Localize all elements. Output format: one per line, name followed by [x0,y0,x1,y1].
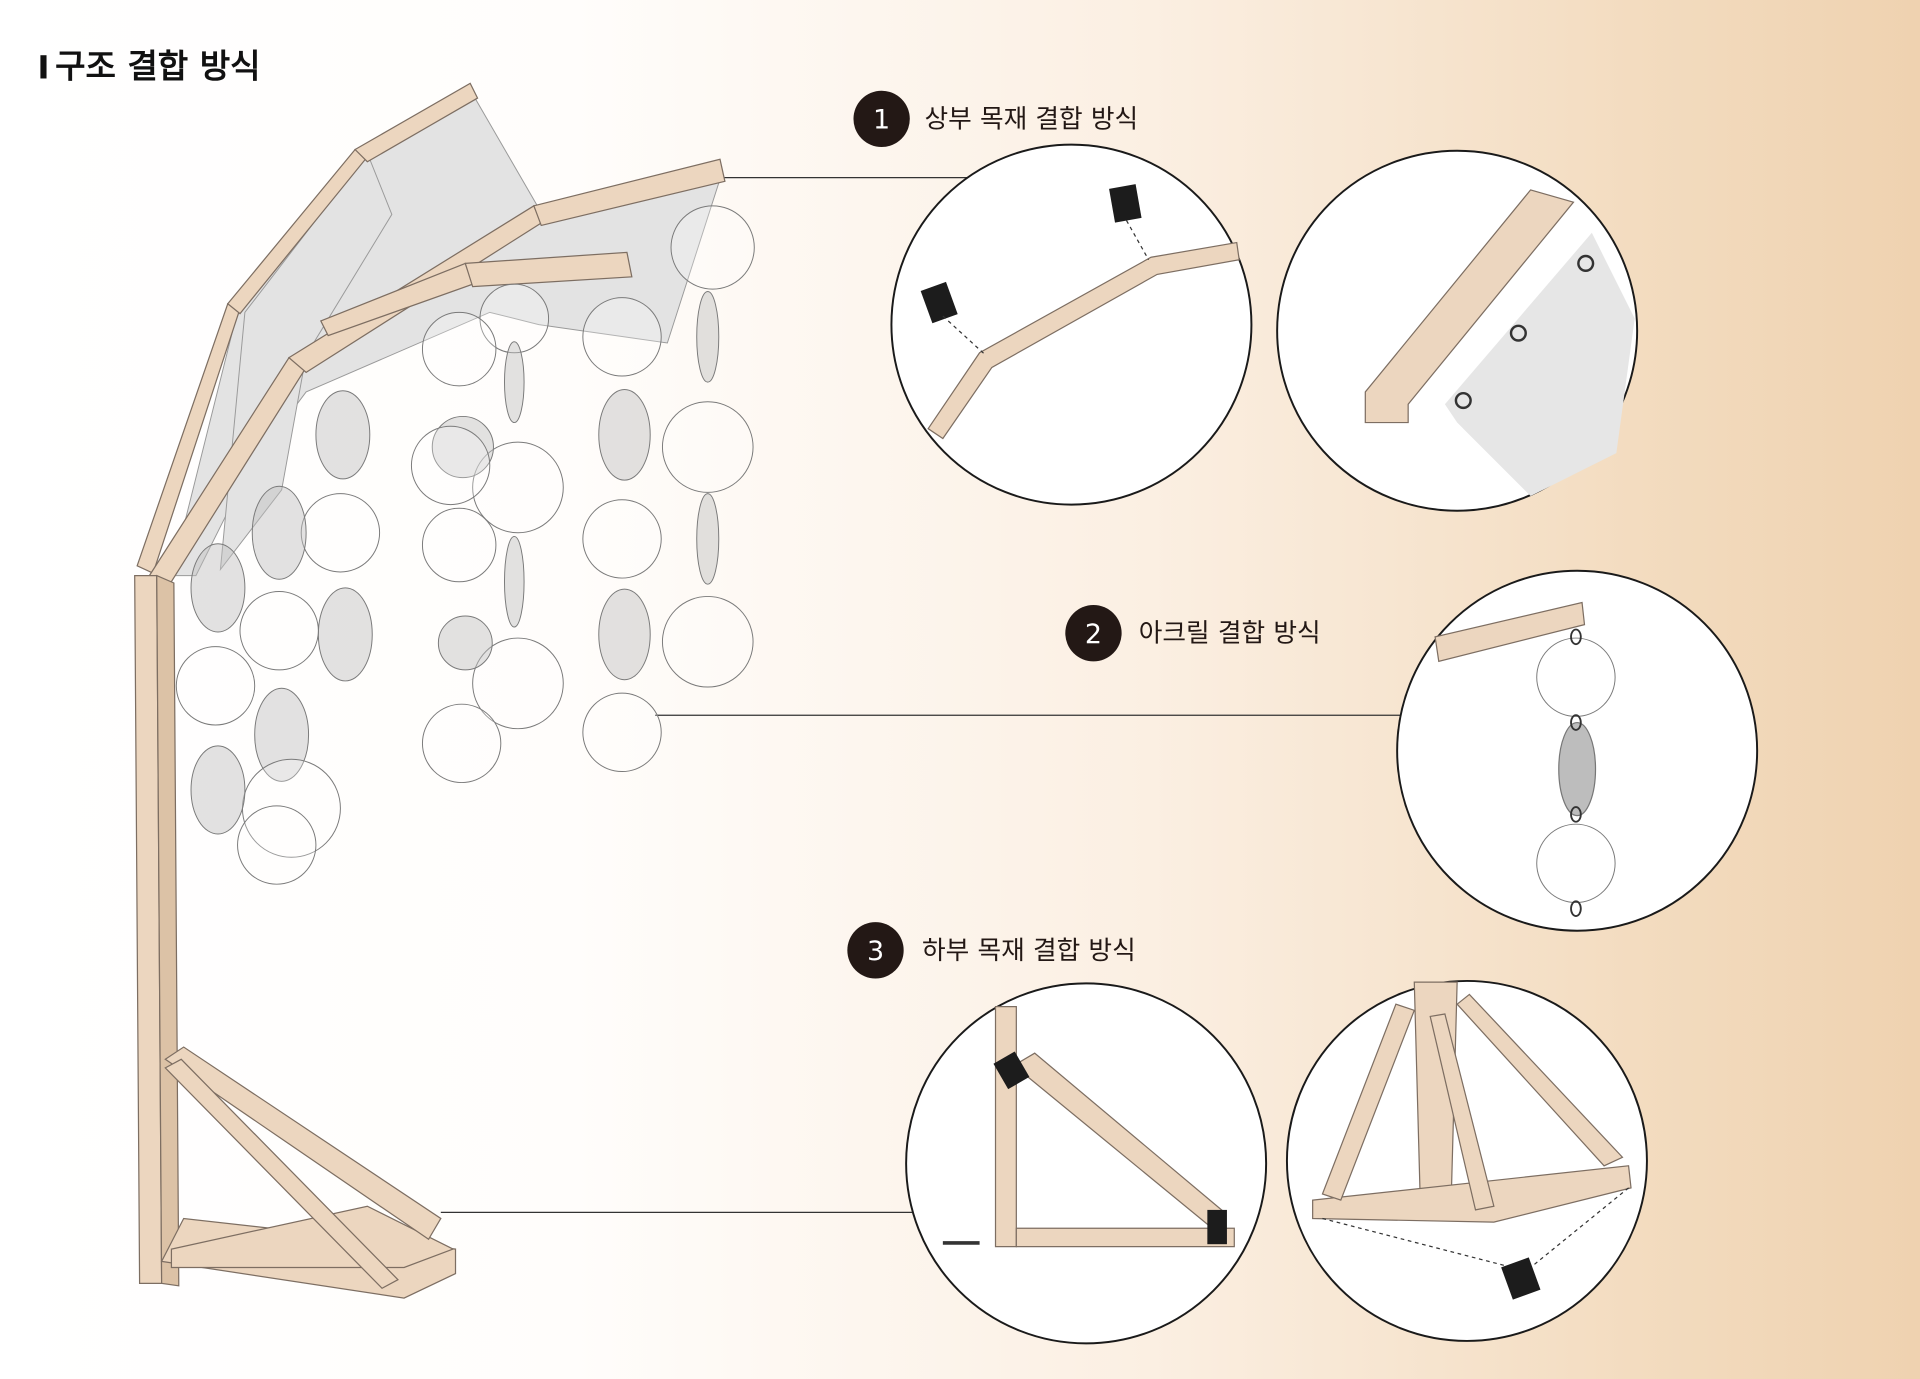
hinge-icon [1501,1257,1541,1300]
badge-2 [1065,605,1122,662]
badge-3-number: 3 [867,936,884,967]
section-1-label: 상부 목재 결합 방식 [924,104,1138,134]
ring-connectors [1570,628,1582,917]
wood-beam [354,82,479,163]
inset-metal-sheet [1444,232,1635,497]
inset-corner-detail [905,982,1268,1345]
inset-wood-beam [1364,189,1575,424]
inset-wood-brace [1321,1003,1416,1201]
badge-1-number: 1 [873,105,890,136]
title-marker [40,55,47,79]
badge-2-number: 2 [1085,619,1102,650]
bracket-icon [993,1051,1030,1090]
screw-hooks [1454,254,1595,410]
badge-3 [847,922,904,979]
section-1-upper-wood-joint: 1 상부 목재 결합 방식 [853,90,1639,512]
section-2-label: 아크릴 결합 방식 [1139,619,1321,649]
inset-wood-brace [1456,993,1624,1167]
acrylic-discs [175,205,755,885]
bracket-icon [1207,1209,1227,1245]
hinge-icon [1109,184,1142,223]
wood-brace [164,1046,442,1241]
hinge-icon [920,281,958,324]
inset-hinge-detail [890,143,1253,506]
section-3-lower-wood-joint: 3 하부 목재 결합 방식 [847,922,1648,1345]
wood-post-side [156,574,180,1287]
inset-wood-base [1015,1227,1235,1248]
wood-beam [533,158,726,227]
wood-beam [464,251,633,288]
lamp-structure [134,82,755,1299]
inset-wood-post [994,1006,1017,1248]
wood-brace [164,1058,399,1290]
badge-1 [853,90,910,148]
inset-wood-brace [1429,1013,1495,1211]
inset-wood-beam [1434,601,1586,663]
section-2-acrylic-joint: 2 아크릴 결합 방식 [1065,569,1759,932]
page-title: 구조 결합 방식 [55,46,260,85]
section-3-label: 하부 목재 결합 방식 [922,936,1136,966]
inset-wood-beam [927,241,1240,440]
wood-base-top [170,1205,455,1269]
